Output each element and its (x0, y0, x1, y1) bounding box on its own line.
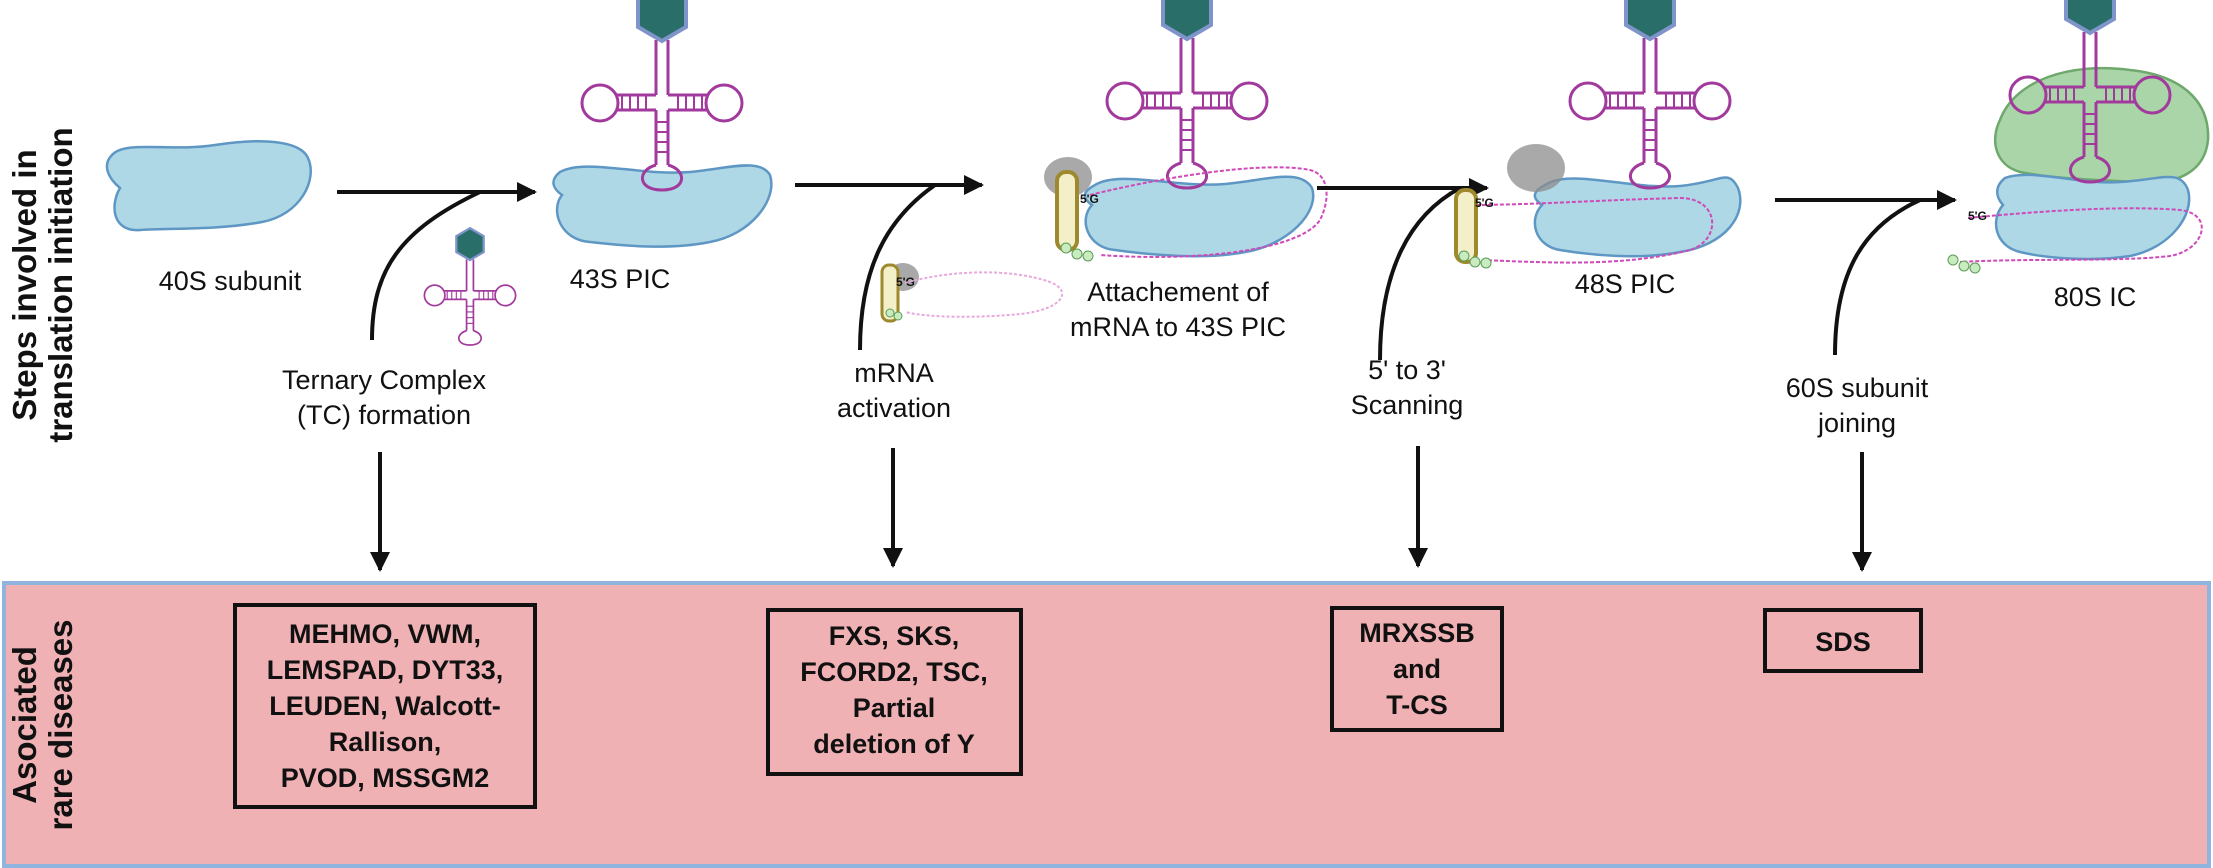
ribosome-80s-small (1994, 173, 2191, 261)
disease-scan-line1: MRXSSB (1359, 618, 1475, 648)
stage-40s-label: 40S subunit (159, 266, 302, 296)
disease-mrna-line4: deletion of Y (813, 729, 975, 759)
80s-mrna-icon: 5'G (1947, 207, 2203, 274)
disease-mrna-line2: FCORD2, TSC, (800, 657, 988, 687)
diseases-row-label: Asociated rare diseases (6, 619, 79, 830)
step-3-label-line1: 5' to 3' (1368, 355, 1446, 385)
step-3-label-line2: Scanning (1351, 390, 1464, 420)
attach-trna-icon (1105, 0, 1269, 190)
step-branch-2 (858, 183, 937, 351)
disease-tc-line4: Rallison, (329, 727, 442, 757)
attach-mrna-icon: 5'G (1044, 157, 1328, 262)
step-4-label-line1: 60S subunit (1786, 373, 1929, 403)
disease-box-mrna: FXS, SKS, FCORD2, TSC, Partial deletion … (766, 608, 1023, 776)
48s-cap-label: 5'G (1475, 196, 1494, 210)
disease-box-tc: MEHMO, VWM, LEMSPAD, DYT33, LEUDEN, Walc… (233, 603, 537, 809)
disease-tc-line2: LEMSPAD, DYT33, (267, 655, 504, 685)
disease-box-scanning: MRXSSB and T-CS (1330, 606, 1504, 732)
stage-80s-label: 80S IC (2054, 282, 2137, 312)
step-2-label-line1: mRNA (854, 358, 934, 388)
disease-mrna-line1: FXS, SKS, (829, 621, 960, 651)
disease-band (2, 581, 2211, 868)
steps-label-line2: translation initiation (42, 127, 79, 442)
48s-mrna-icon: 5'G (1454, 144, 1714, 269)
ribosome-43s (552, 164, 773, 248)
disease-60s-line1: SDS (1815, 627, 1871, 657)
stage-attach-label-line1: Attachement of (1087, 277, 1269, 307)
ribosome-60s (1993, 66, 2210, 184)
80s-cap-label: 5'G (1968, 209, 1987, 223)
step-1-label-line1: Ternary Complex (282, 365, 487, 395)
ternary-complex-trna-icon (423, 227, 517, 347)
step-4-label-line2: joining (1817, 408, 1896, 438)
ribosome-48s (1533, 176, 1742, 258)
disease-box-60s: SDS (1763, 608, 1923, 673)
disease-scan-line3: T-CS (1386, 690, 1448, 720)
attach-cap-label: 5'G (1080, 192, 1099, 206)
step-1-label-line2: (TC) formation (297, 400, 471, 430)
stage-48s-label: 48S PIC (1575, 269, 1676, 299)
48s-trna-icon (1568, 0, 1732, 190)
step-branch-1 (370, 190, 481, 341)
diseases-label-line2: rare diseases (42, 619, 79, 830)
disease-tc-line1: MEHMO, VWM, (289, 619, 481, 649)
activated-mrna-icon: 5'G (880, 263, 1064, 323)
step-branch-3 (1378, 186, 1461, 361)
step-branch-4 (1833, 198, 1921, 356)
ribosome-attach (1083, 175, 1315, 258)
disease-tc-line3: LEUDEN, Walcott- (269, 691, 501, 721)
disease-scan-line2: and (1393, 654, 1441, 684)
step-2-label-line2: activation (837, 393, 951, 423)
diseases-label-line1: Asociated (6, 646, 43, 804)
stage-43s-label: 43S PIC (570, 264, 671, 294)
43s-trna-icon (580, 0, 744, 192)
steps-label-line1: Steps involved in (6, 149, 43, 420)
disease-mrna-line3: Partial (853, 693, 936, 723)
disease-tc-line5: PVOD, MSSGM2 (281, 763, 490, 793)
ribosome-40s (105, 140, 312, 232)
steps-row-label: Steps involved in translation initiation (6, 127, 79, 442)
stage-attach-label-line2: mRNA to 43S PIC (1070, 312, 1286, 342)
